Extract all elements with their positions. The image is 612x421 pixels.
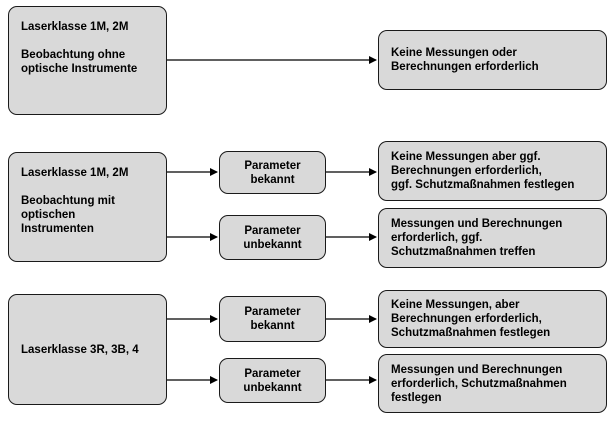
result-line: Messungen und Berechnungen — [391, 363, 563, 376]
result-line: Keine Messungen oder — [391, 47, 517, 59]
condition-line: unbekannt — [243, 238, 302, 251]
result-line: Berechnungen erforderlich — [391, 61, 539, 73]
source-line: Laserklasse 1M, 2M — [21, 21, 129, 33]
source-box-laser-1m-2m-with-instruments: Laserklasse 1M, 2M Beobachtung mit optis… — [8, 152, 167, 262]
source-line: Laserklasse 1M, 2M — [21, 167, 129, 179]
source-line: optische Instrumente — [21, 63, 138, 75]
condition-line: bekannt — [250, 320, 295, 332]
source-box-laser-1m-2m-without-instruments: Laserklasse 1M, 2M Beobachtung ohne opti… — [8, 6, 167, 115]
source-line: Laserklasse 3R, 3B, 4 — [21, 343, 139, 356]
source-line: optischen — [21, 209, 76, 221]
condition-box-parameter-known: Parameter bekannt — [219, 296, 326, 342]
result-box-calc-protective: Keine Messungen, aber Berechnungen erfor… — [378, 290, 607, 348]
condition-line: Parameter — [244, 367, 301, 380]
condition-line: Parameter — [244, 224, 301, 237]
condition-line: Parameter — [244, 159, 301, 172]
condition-box-parameter-unknown: Parameter unbekannt — [219, 215, 326, 260]
source-box-laser-3r-3b-4: Laserklasse 3R, 3B, 4 — [8, 294, 167, 405]
result-line: Messungen und Berechnungen — [391, 218, 563, 230]
condition-box-parameter-unknown: Parameter unbekannt — [219, 358, 326, 403]
result-box-calc-maybe-protective: Keine Messungen aber ggf. Berechnungen e… — [378, 141, 607, 201]
result-line: ggf. Schutzmaßnahmen festlegen — [391, 179, 575, 191]
result-line: Schutzmaßnahmen festlegen — [391, 327, 551, 339]
result-line: Keine Messungen, aber — [391, 299, 520, 311]
result-line: Berechnungen erforderlich, — [391, 165, 542, 177]
result-line: erforderlich, ggf. — [391, 232, 483, 244]
condition-box-parameter-known: Parameter bekannt — [219, 151, 326, 194]
result-line: Berechnungen erforderlich, — [391, 313, 542, 325]
result-box-no-measurements: Keine Messungen oder Berechnungen erford… — [378, 30, 607, 90]
result-box-measure-calc-maybe-protective: Messungen und Berechnungen erforderlich,… — [378, 208, 607, 268]
source-line: Beobachtung mit — [21, 195, 115, 207]
condition-line: bekannt — [250, 173, 295, 186]
condition-line: unbekannt — [243, 381, 302, 394]
source-spacer — [21, 34, 154, 48]
source-spacer — [21, 180, 154, 194]
source-line: Instrumenten — [21, 223, 94, 235]
result-box-measure-calc-protective: Messungen und Berechnungen erforderlich,… — [378, 354, 607, 413]
result-line: Schutzmaßnahmen treffen — [391, 246, 536, 258]
result-line: festlegen — [391, 391, 442, 404]
condition-line: Parameter — [244, 306, 301, 318]
result-line: erforderlich, Schutzmaßnahmen — [391, 377, 567, 390]
source-line: Beobachtung ohne — [21, 49, 126, 61]
result-line: Keine Messungen aber ggf. — [391, 151, 541, 163]
